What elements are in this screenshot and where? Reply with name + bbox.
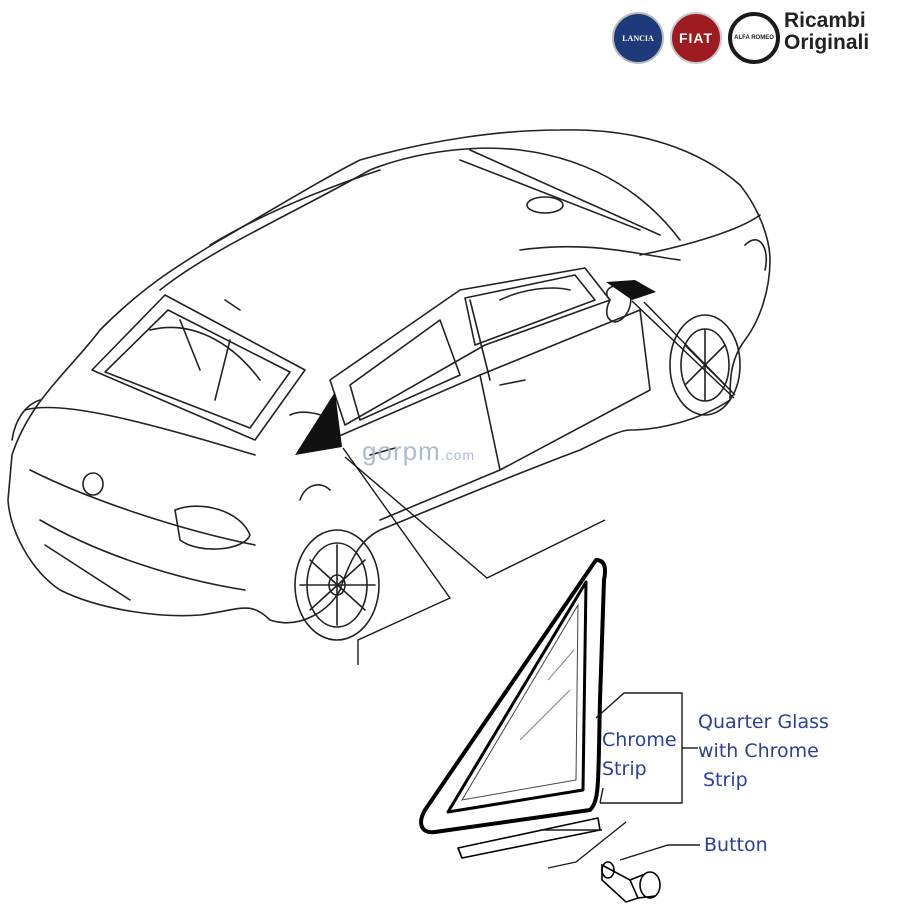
quarter-glass-part (419, 558, 607, 859)
chrome-strip-label-line-2: Strip (602, 758, 647, 780)
brand-line-2: Originali (784, 31, 870, 54)
fiat-logo-text: FIAT (678, 30, 714, 46)
quarter-glass-label-line-3: Strip (703, 769, 748, 791)
watermark-main: gorpm (362, 436, 441, 466)
chrome-strip-label-line-1: Chrome (602, 729, 677, 751)
brand-title: Ricambi Originali (784, 10, 869, 54)
brand-logos: LANCIA FIAT ALFA ROMEO (612, 12, 782, 68)
quarter-glass-label-line-2: with Chrome (698, 740, 819, 762)
button-label: Button (704, 834, 768, 856)
quarter-glass-label-line-1: Quarter Glass (698, 711, 829, 733)
quarter-glass-label: Quarter Glass with Chrome Strip (698, 708, 829, 795)
alfa-romeo-logo-text: ALFA ROMEO (734, 35, 774, 41)
alfa-romeo-logo: ALFA ROMEO (728, 12, 780, 64)
lancia-logo: LANCIA (612, 12, 664, 64)
button-clip (601, 861, 661, 903)
chrome-strip-label: Chrome Strip (602, 726, 677, 784)
watermark-suffix: .com (440, 447, 476, 463)
watermark: gorpm.com (362, 436, 475, 467)
fiat-logo: FIAT (670, 12, 722, 64)
brand-line-1: Ricambi (784, 9, 866, 32)
lancia-logo-text: LANCIA (622, 33, 654, 43)
